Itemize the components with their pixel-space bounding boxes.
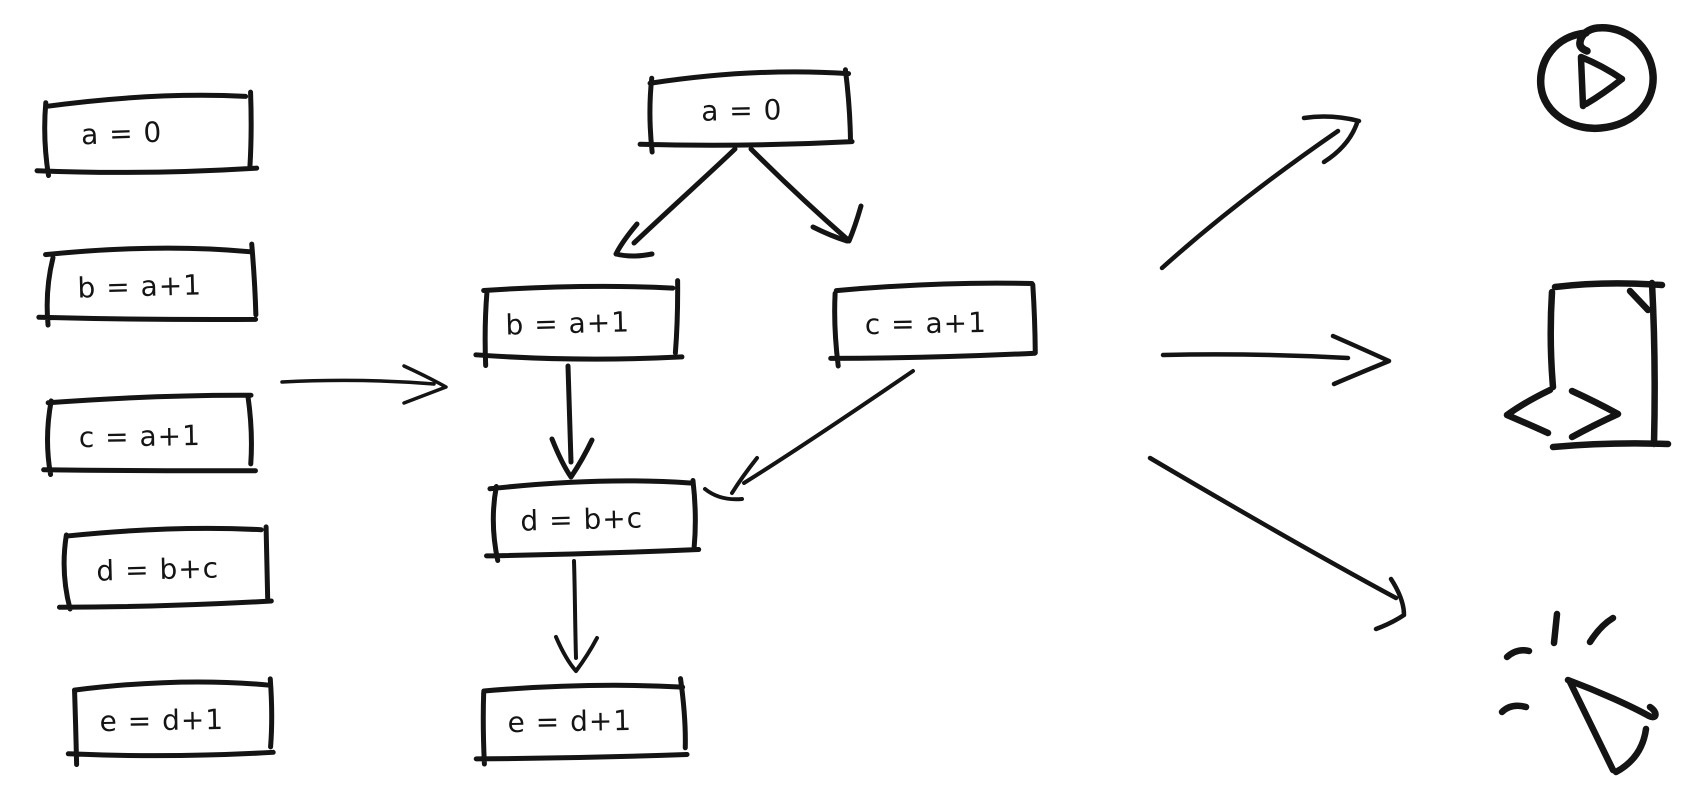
output-arrows xyxy=(1147,114,1407,632)
code-window-icon xyxy=(1503,279,1672,451)
box-outline xyxy=(473,278,685,368)
code-line-box: b = a+1 xyxy=(36,241,259,328)
source-code-list: a = 0 b = a+1 c = a+1 d = b+c e = d+1 xyxy=(34,89,276,768)
transform-arrow xyxy=(280,364,448,405)
play-circle-icon xyxy=(1536,24,1657,133)
code-line-label: d = b+c xyxy=(96,551,219,587)
node-label: a = 0 xyxy=(701,93,783,127)
code-brackets-glyph xyxy=(1503,386,1622,441)
code-line-label: e = d+1 xyxy=(99,703,224,738)
code-line-label: a = 0 xyxy=(81,116,163,152)
node-label: e = d+1 xyxy=(507,704,632,739)
box-outline xyxy=(637,67,855,155)
box-outline xyxy=(484,478,702,563)
box-outline xyxy=(473,676,690,767)
dag-node-b: b = a+1 xyxy=(473,278,685,368)
code-line-label: b = a+1 xyxy=(77,268,202,304)
play-circle-outline xyxy=(1536,24,1657,133)
arrow-to-code-icon xyxy=(1160,333,1392,387)
node-label: d = b+c xyxy=(520,501,643,537)
dag-node-a: a = 0 xyxy=(637,67,855,155)
code-line-box: e = d+1 xyxy=(65,676,276,768)
box-outline xyxy=(34,89,260,179)
dependency-dag: a = 0 b = a+1 c = a+1 d = b+c e = d+1 xyxy=(473,67,1038,767)
edge-d-to-e-arrow xyxy=(554,559,599,673)
code-window-frame xyxy=(1547,279,1672,451)
code-line-box: c = a+1 xyxy=(41,392,258,478)
edge-a-to-c-arrow xyxy=(748,146,864,244)
cursor-click-icon xyxy=(1498,610,1659,776)
play-triangle xyxy=(1577,53,1626,110)
edge-c-to-d-arrow xyxy=(703,369,915,502)
box-outline xyxy=(36,241,259,328)
node-label: c = a+1 xyxy=(865,306,988,341)
click-spark-lines xyxy=(1498,610,1617,716)
edge-b-to-d-arrow xyxy=(549,363,595,480)
code-line-box: a = 0 xyxy=(34,89,260,179)
arrow-to-cursor-icon xyxy=(1147,455,1407,632)
dag-node-d: d = b+c xyxy=(484,478,702,563)
box-outline xyxy=(65,676,276,768)
box-outline xyxy=(828,280,1038,369)
arrow-to-play-icon xyxy=(1159,114,1362,271)
box-outline xyxy=(56,524,274,612)
edge-a-to-b-arrow xyxy=(613,146,738,259)
box-outline xyxy=(41,392,258,478)
code-line-box: d = b+c xyxy=(56,524,274,612)
cursor-pointer xyxy=(1564,676,1659,776)
output-icons xyxy=(1498,24,1672,776)
code-line-label: c = a+1 xyxy=(79,419,202,454)
node-label: b = a+1 xyxy=(505,305,630,341)
dag-node-c: c = a+1 xyxy=(828,280,1038,369)
dag-node-e: e = d+1 xyxy=(473,676,690,767)
